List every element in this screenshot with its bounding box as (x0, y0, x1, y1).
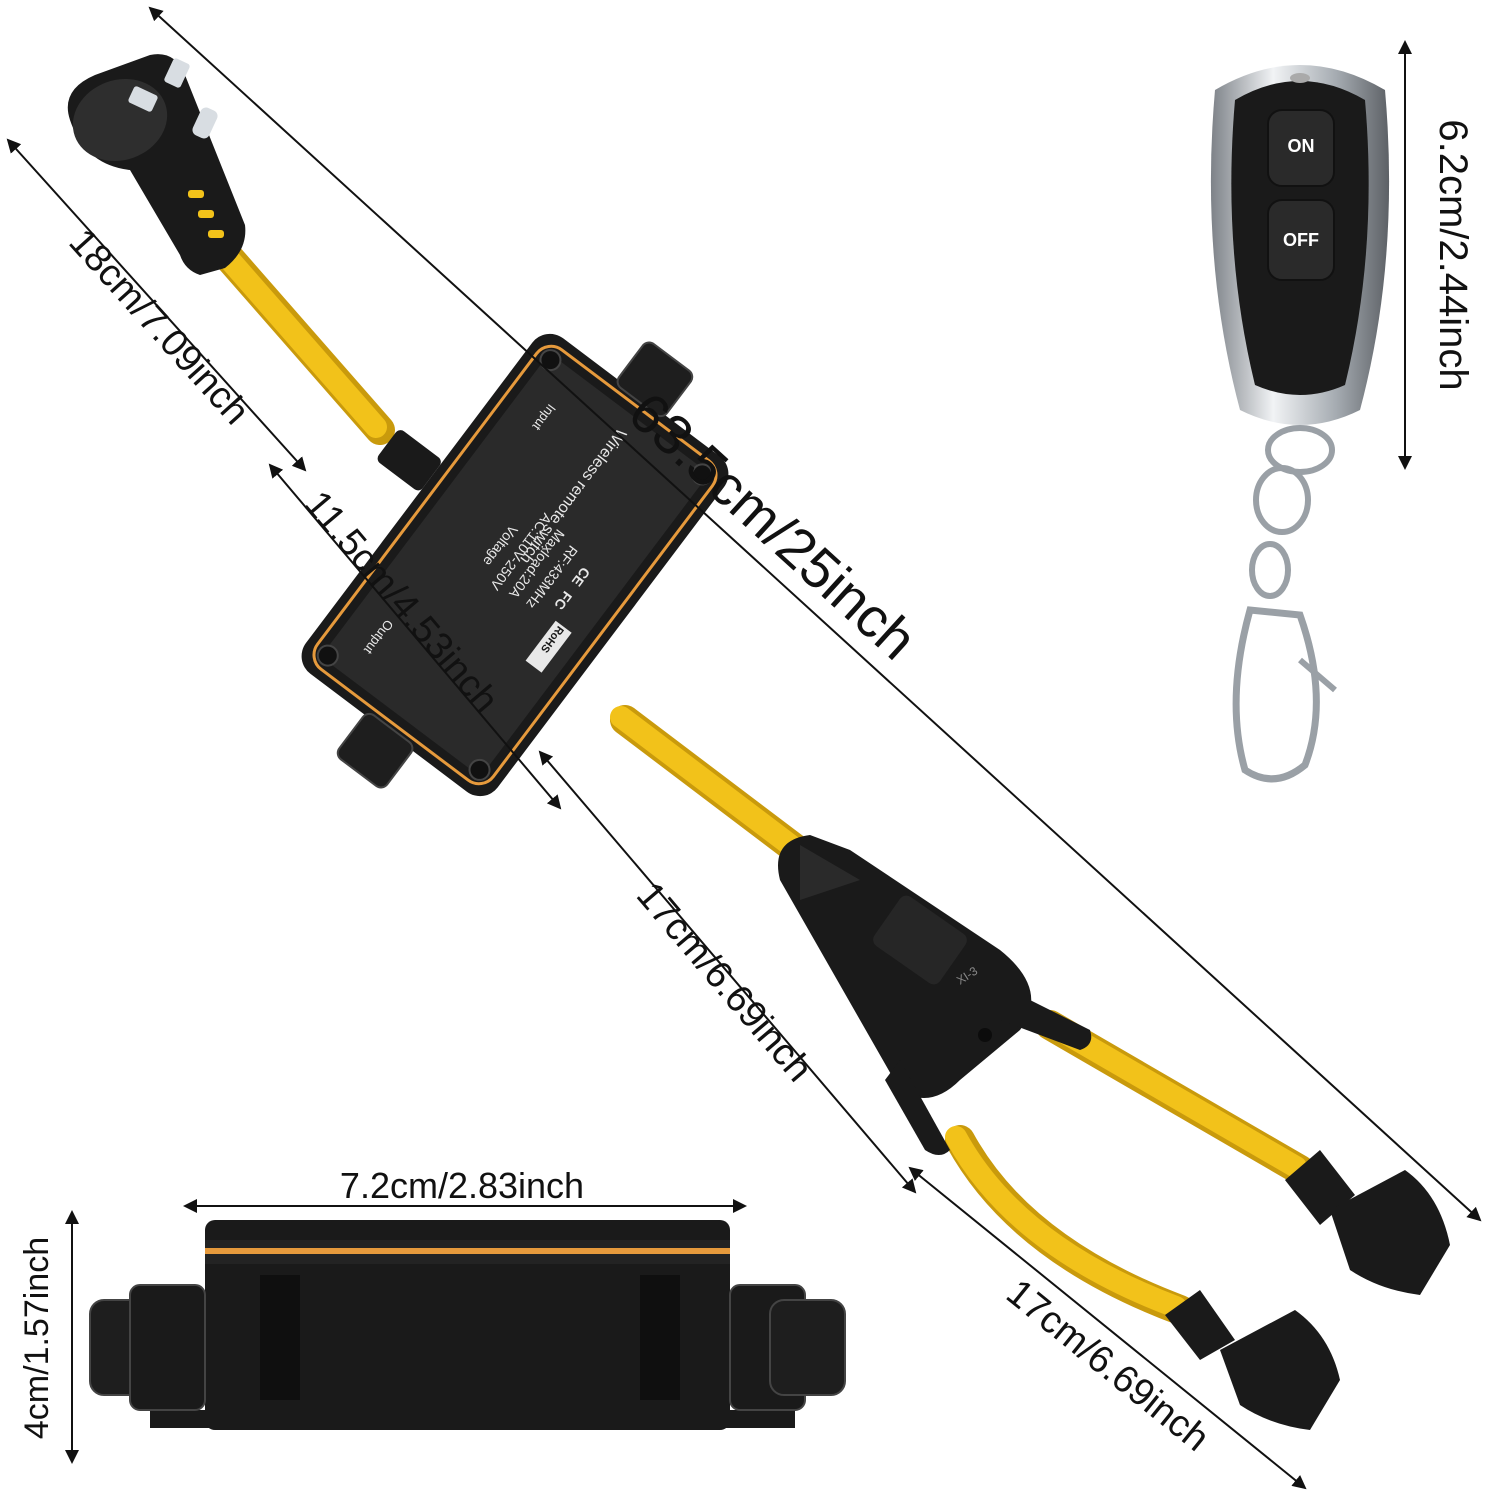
y-splitter: XI-3 (778, 835, 1092, 1155)
branch-cable-lower (945, 1125, 1195, 1325)
y-segment-line (538, 750, 917, 1194)
outlet-upper (1285, 1150, 1450, 1295)
off-button-label: OFF (1283, 230, 1319, 250)
remote-height-label: 6.2cm/2.44inch (1431, 119, 1475, 390)
switch-box-line (268, 463, 562, 810)
remote-control: ON OFF (1210, 65, 1390, 783)
output-cable (610, 705, 825, 875)
plug-cable-line (6, 138, 307, 472)
y-segment-label: 17cm/6.69inch (628, 875, 820, 1090)
total-length-line (148, 6, 1482, 1222)
box-side-view (89, 1220, 846, 1430)
box-width-label: 7.2cm/2.83inch (340, 1165, 584, 1206)
on-button-label: ON (1288, 136, 1315, 156)
box-height-label: 4cm/1.57inch (18, 1237, 56, 1439)
branch-line (908, 1166, 1307, 1490)
